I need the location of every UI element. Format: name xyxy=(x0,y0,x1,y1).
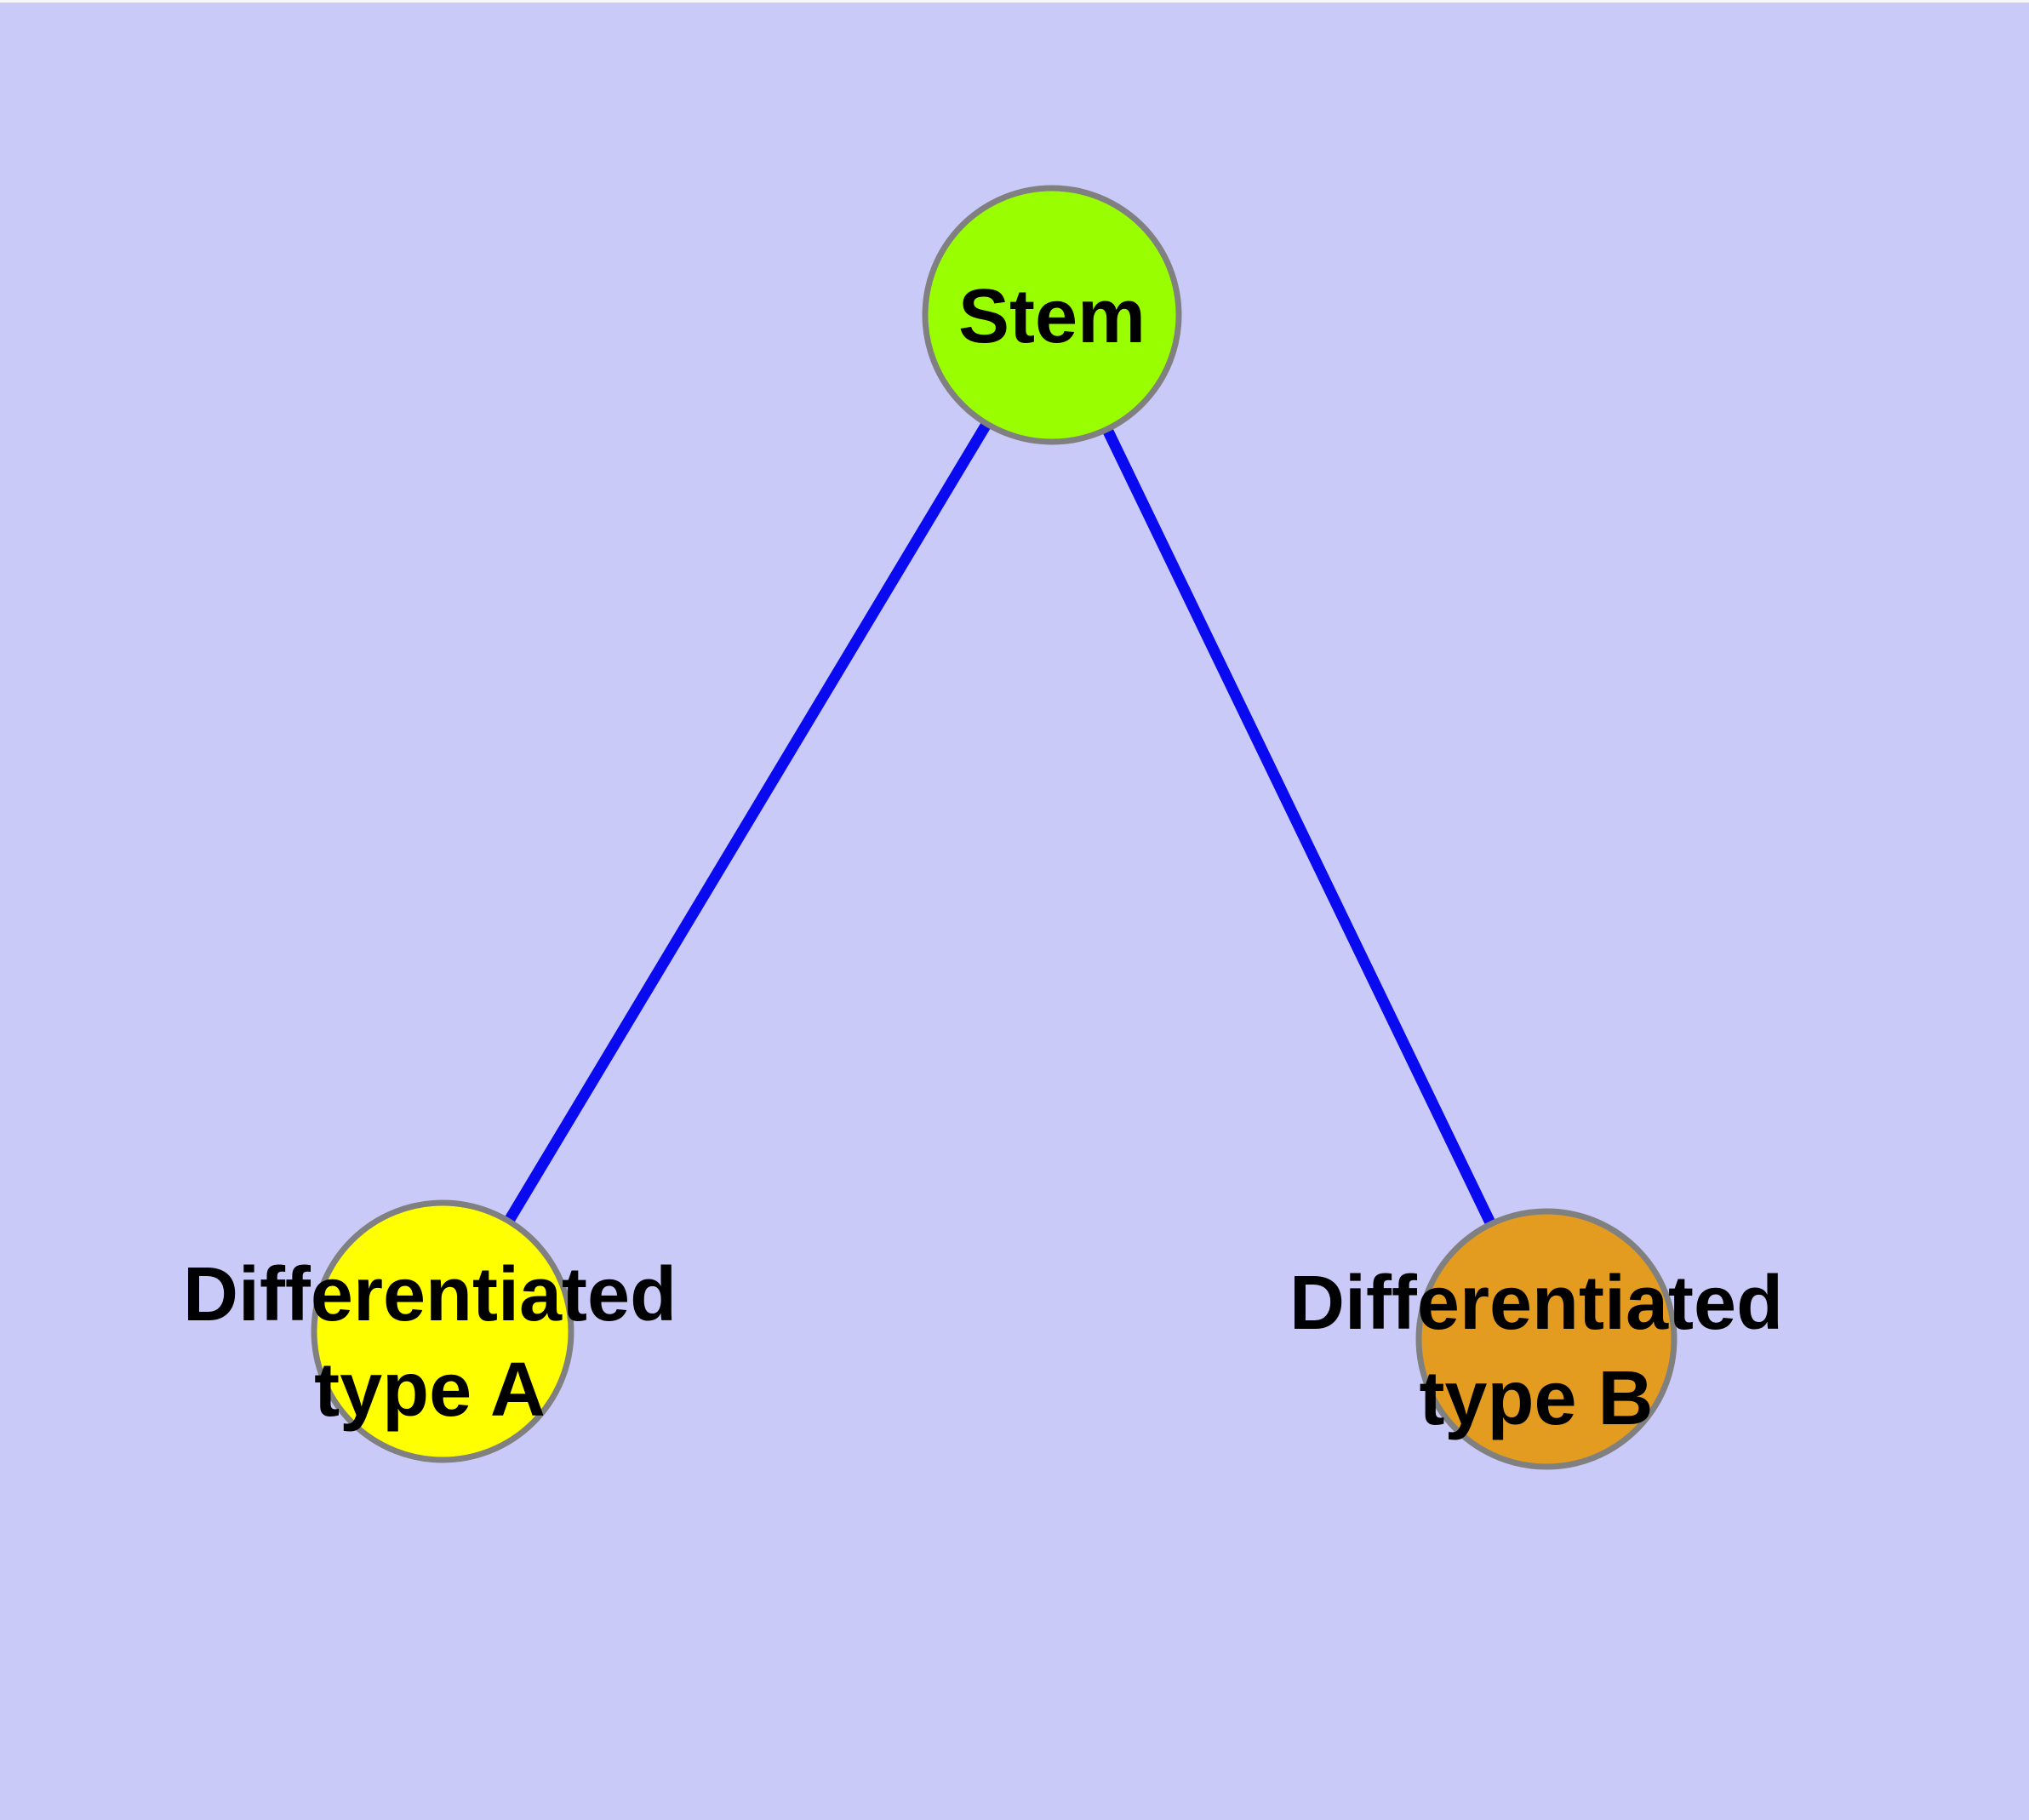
top-edge-strip xyxy=(0,0,2029,3)
node-stem-circle xyxy=(922,185,1182,445)
edge-stem-to-type-a xyxy=(437,309,1058,1337)
node-type-b-circle xyxy=(1415,1208,1677,1470)
edge-stem-to-type-b xyxy=(1046,309,1552,1345)
node-type-a-circle xyxy=(311,1199,574,1463)
